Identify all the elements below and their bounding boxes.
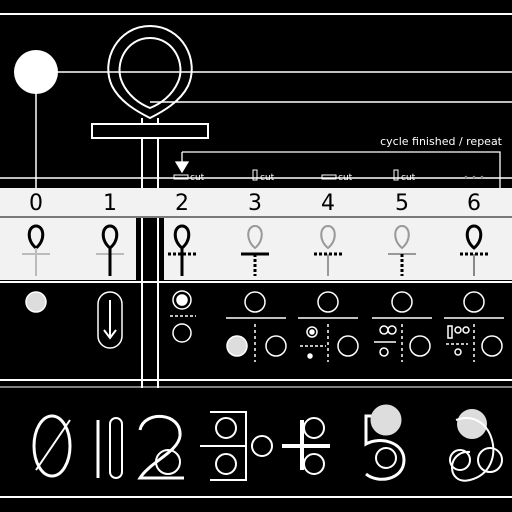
cut-markers	[173, 169, 484, 181]
ankh-3-icon	[241, 224, 269, 276]
ankh-4-icon	[314, 224, 342, 276]
numeral-6: 6	[467, 191, 481, 216]
ankh-row	[22, 224, 488, 276]
stage-0-circle	[25, 291, 47, 313]
ankh-6-icon	[460, 224, 488, 276]
numeral-5: 5	[395, 191, 409, 216]
cut-label-4: cut	[338, 173, 353, 183]
ankh-0-icon	[22, 224, 50, 276]
glyph-4	[282, 417, 330, 475]
glyph-6	[449, 409, 503, 482]
stage-4-diagram	[298, 291, 359, 362]
numeral-1: 1	[103, 191, 117, 216]
cut-label-3: cut	[260, 173, 275, 183]
bottom-glyphs	[32, 404, 503, 482]
numeral-3: 3	[248, 191, 262, 216]
numeral-0: 0	[29, 191, 43, 216]
frame-lines	[0, 13, 512, 498]
stage-6-diagram	[444, 291, 504, 362]
ankh-2-icon	[168, 224, 196, 276]
numeral-2: 2	[175, 191, 189, 216]
ankh-5-icon	[388, 224, 416, 276]
large-ankh-icon	[91, 24, 209, 388]
numeral-band	[0, 188, 512, 218]
glyph-1	[96, 417, 123, 479]
origin-circle	[14, 50, 58, 94]
stage-diagrams	[25, 290, 504, 362]
cycle-label: cycle finished / repeat	[380, 135, 503, 148]
glyph-3	[200, 411, 273, 481]
glyph-5	[364, 404, 406, 481]
stage-3-diagram	[226, 291, 287, 362]
numerals: 0 1 2 3 4 5 6	[29, 191, 481, 216]
glyph-0	[32, 414, 72, 478]
cut-label-5: cut	[401, 173, 416, 183]
cut-label-2: cut	[190, 173, 205, 183]
ankh-1-icon	[96, 224, 124, 276]
stage-2-diagram	[170, 290, 248, 357]
ankh-band-right	[164, 218, 512, 280]
stage-1-capsule	[97, 291, 123, 349]
numeral-4: 4	[321, 191, 335, 216]
stage-5-diagram	[372, 291, 432, 362]
glyph-2	[137, 415, 184, 480]
